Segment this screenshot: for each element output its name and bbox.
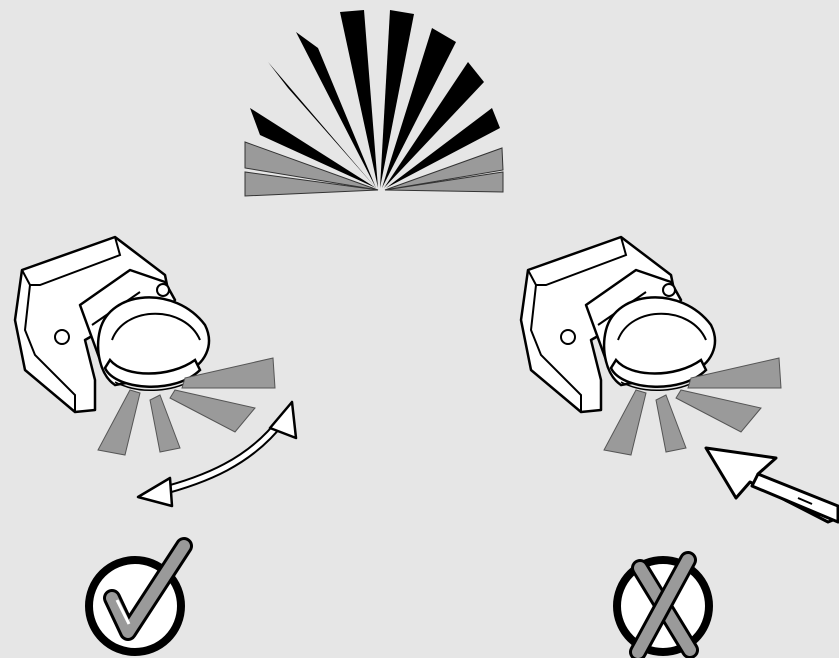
detection-zone-fan-icon bbox=[244, 10, 504, 197]
motion-sensor-icon bbox=[519, 235, 717, 414]
motion-sensor-icon bbox=[13, 235, 211, 414]
straight-arrow-icon bbox=[704, 446, 839, 524]
right-example bbox=[519, 235, 782, 456]
curved-double-arrow-icon bbox=[136, 400, 298, 508]
checkmark-icon bbox=[85, 537, 193, 656]
left-example bbox=[13, 235, 298, 656]
cross-icon bbox=[613, 551, 713, 658]
